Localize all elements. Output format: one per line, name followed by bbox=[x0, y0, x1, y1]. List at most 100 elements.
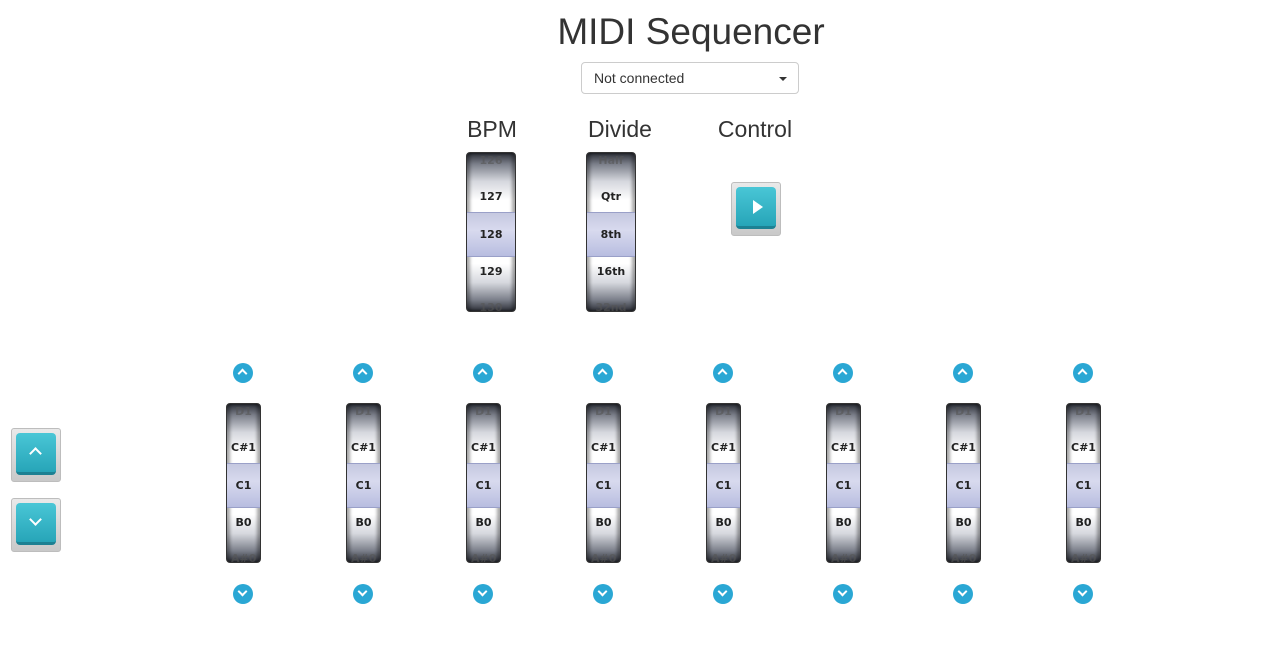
step-8-down-button[interactable] bbox=[1073, 584, 1093, 604]
chevron-down-icon bbox=[957, 586, 968, 597]
step-note-option: D1 bbox=[355, 405, 372, 418]
chevron-up-icon bbox=[357, 368, 368, 379]
step-note-option: A#0 bbox=[471, 552, 497, 563]
chevron-up-icon bbox=[477, 368, 488, 379]
step-note-option: D1 bbox=[595, 405, 612, 418]
step-note-option: A#0 bbox=[951, 552, 977, 563]
chevron-down-icon bbox=[357, 586, 368, 597]
chevron-down-icon bbox=[1077, 586, 1088, 597]
chevron-down-icon bbox=[837, 586, 848, 597]
step-8-up-button[interactable] bbox=[1073, 363, 1093, 383]
chevron-down-icon bbox=[29, 513, 42, 526]
step-note-option: B0 bbox=[235, 516, 252, 529]
step-note-option: B0 bbox=[835, 516, 852, 529]
step-note-option: C#1 bbox=[711, 441, 736, 454]
divide-selected-value: 8th bbox=[587, 212, 635, 257]
chevron-down-icon bbox=[717, 586, 728, 597]
step-note-option: A#0 bbox=[231, 552, 257, 563]
step-note-option: B0 bbox=[355, 516, 372, 529]
chevron-up-icon bbox=[717, 368, 728, 379]
chevron-down-icon bbox=[237, 586, 248, 597]
step-2-up-button[interactable] bbox=[353, 363, 373, 383]
bpm-selected-value: 128 bbox=[467, 212, 515, 257]
step-note-selected-value: C1 bbox=[347, 463, 380, 508]
step-3-up-button[interactable] bbox=[473, 363, 493, 383]
caret-down-icon bbox=[779, 77, 787, 81]
chevron-down-icon bbox=[477, 586, 488, 597]
step-note-option: B0 bbox=[595, 516, 612, 529]
step-note-option: A#0 bbox=[351, 552, 377, 563]
step-4-down-button[interactable] bbox=[593, 584, 613, 604]
chevron-up-icon bbox=[237, 368, 248, 379]
chevron-down-icon bbox=[597, 586, 608, 597]
chevron-up-icon bbox=[1077, 368, 1088, 379]
step-3-down-button[interactable] bbox=[473, 584, 493, 604]
step-note-selected-value: C1 bbox=[827, 463, 860, 508]
bpm-option: 129 bbox=[479, 265, 503, 278]
step-note-option: B0 bbox=[715, 516, 732, 529]
octave-up-frame bbox=[11, 428, 61, 482]
divide-option: 16th bbox=[596, 265, 626, 278]
step-4-up-button[interactable] bbox=[593, 363, 613, 383]
step-note-selected-value: C1 bbox=[1067, 463, 1100, 508]
step-1-down-button[interactable] bbox=[233, 584, 253, 604]
step-note-selected-value: C1 bbox=[707, 463, 740, 508]
chevron-up-icon bbox=[957, 368, 968, 379]
step-note-option: C#1 bbox=[951, 441, 976, 454]
step-5-down-button[interactable] bbox=[713, 584, 733, 604]
chevron-up-icon bbox=[837, 368, 848, 379]
bpm-label: BPM bbox=[467, 116, 517, 142]
chevron-up-icon bbox=[597, 368, 608, 379]
step-note-option: B0 bbox=[955, 516, 972, 529]
step-note-selected-value: C1 bbox=[947, 463, 980, 508]
divide-option: Qtr bbox=[600, 190, 622, 203]
step-1-up-button[interactable] bbox=[233, 363, 253, 383]
bpm-option: 126 bbox=[479, 154, 503, 167]
step-5-up-button[interactable] bbox=[713, 363, 733, 383]
step-7-down-button[interactable] bbox=[953, 584, 973, 604]
step-note-selected-value: C1 bbox=[587, 463, 620, 508]
chevron-up-icon bbox=[29, 447, 42, 460]
step-note-option: B0 bbox=[475, 516, 492, 529]
play-button-frame bbox=[731, 182, 781, 236]
step-note-option: D1 bbox=[475, 405, 492, 418]
octave-down-button[interactable] bbox=[16, 503, 56, 545]
step-note-option: D1 bbox=[715, 405, 732, 418]
step-note-option: C#1 bbox=[351, 441, 376, 454]
divide-option: Half bbox=[598, 154, 624, 167]
bpm-option: 127 bbox=[479, 190, 503, 203]
step-note-selected-value: C1 bbox=[467, 463, 500, 508]
divide-spinner[interactable]: Half Qtr 8th 16th 32nd bbox=[586, 152, 636, 312]
midi-device-select[interactable]: Not connected bbox=[581, 62, 799, 94]
step-note-option: D1 bbox=[1075, 405, 1092, 418]
step-note-option: D1 bbox=[955, 405, 972, 418]
step-note-option: C#1 bbox=[591, 441, 616, 454]
step-7-up-button[interactable] bbox=[953, 363, 973, 383]
step-6-up-button[interactable] bbox=[833, 363, 853, 383]
step-note-option: D1 bbox=[835, 405, 852, 418]
step-note-option: C#1 bbox=[1071, 441, 1096, 454]
step-note-option: A#0 bbox=[831, 552, 857, 563]
midi-device-select-value: Not connected bbox=[594, 70, 685, 86]
step-note-option: D1 bbox=[235, 405, 252, 418]
bpm-option: 130 bbox=[479, 301, 503, 312]
step-note-option: C#1 bbox=[231, 441, 256, 454]
step-note-option: B0 bbox=[1075, 516, 1092, 529]
step-6-down-button[interactable] bbox=[833, 584, 853, 604]
play-icon bbox=[753, 200, 763, 214]
play-button[interactable] bbox=[736, 187, 776, 229]
octave-up-button[interactable] bbox=[16, 433, 56, 475]
step-note-option: A#0 bbox=[591, 552, 617, 563]
bpm-spinner[interactable]: 126 127 128 129 130 bbox=[466, 152, 516, 312]
step-2-down-button[interactable] bbox=[353, 584, 373, 604]
step-note-option: A#0 bbox=[711, 552, 737, 563]
page-title: MIDI Sequencer bbox=[557, 11, 825, 52]
